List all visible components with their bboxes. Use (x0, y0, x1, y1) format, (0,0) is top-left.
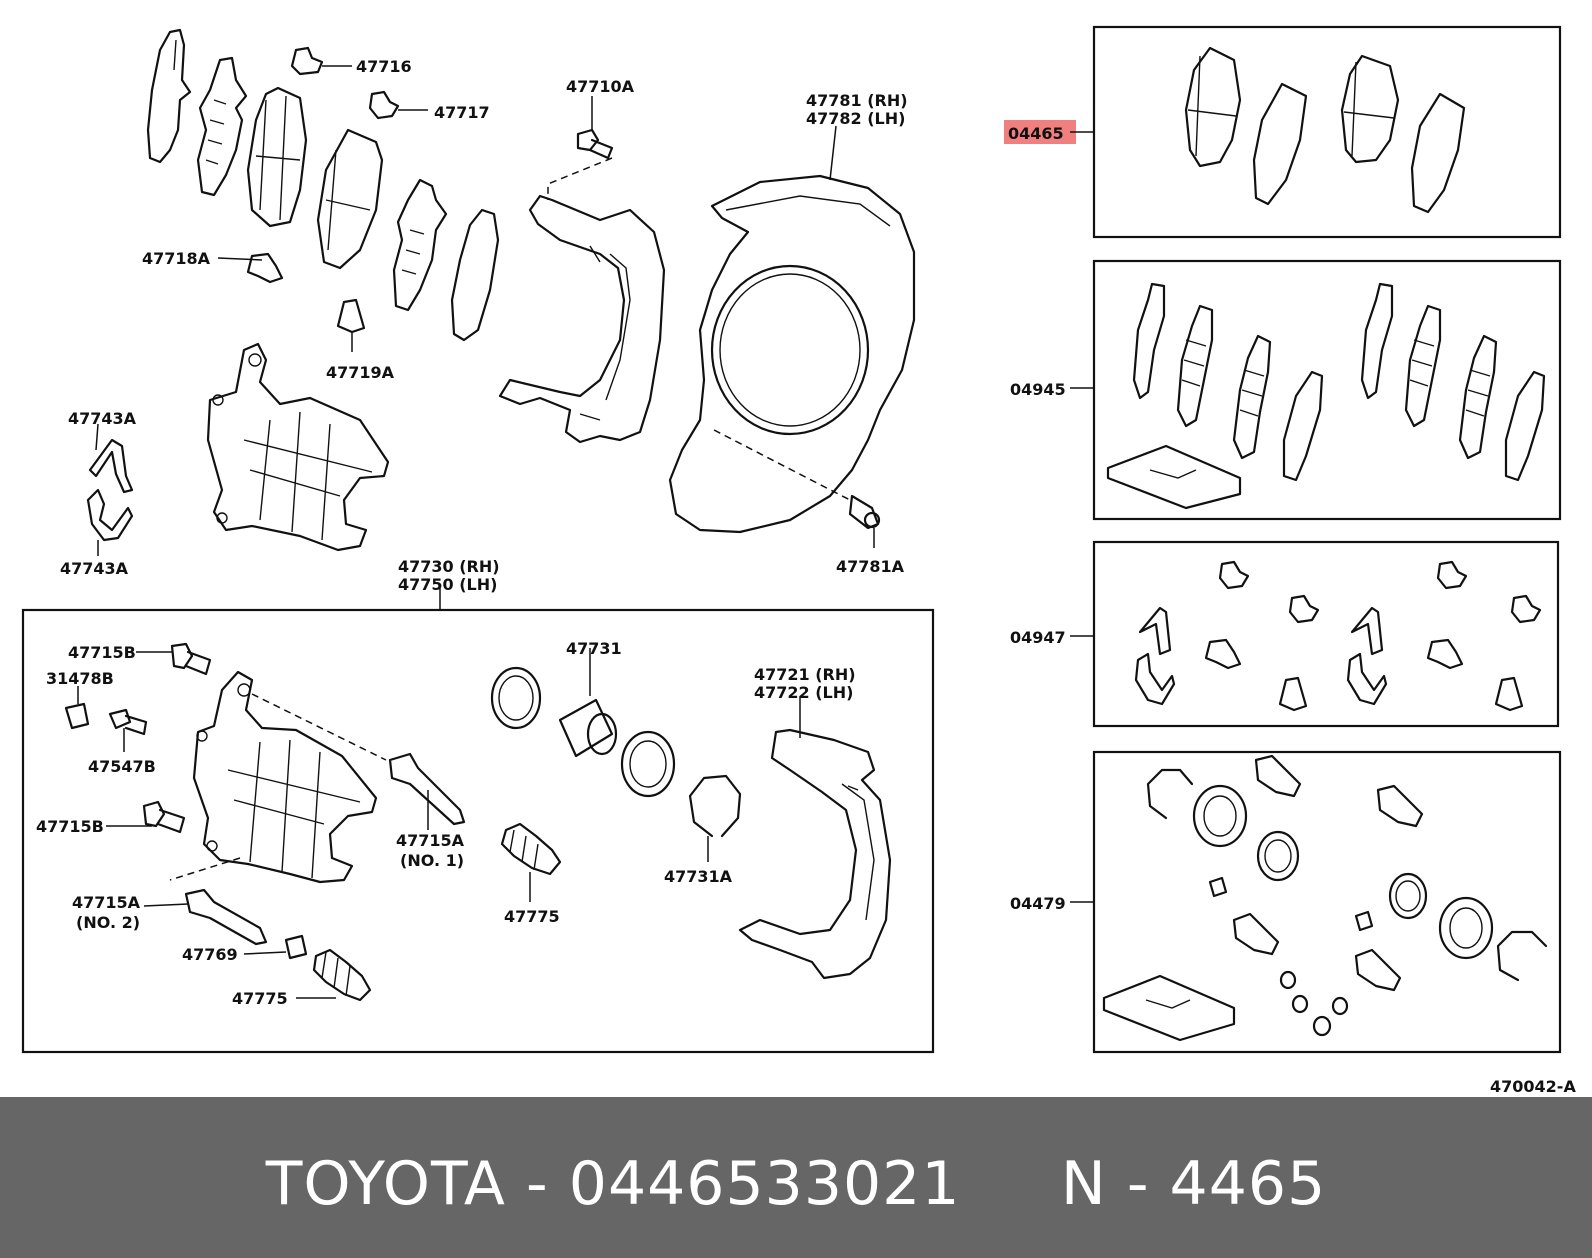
pad-kit-frame (1092, 25, 1562, 239)
piston-47731-drawing (558, 648, 618, 758)
label-31478B: 31478B (46, 669, 114, 688)
seal-kit-drawing (1102, 754, 1548, 1042)
bolt-47715B-top-drawing (136, 642, 212, 676)
label-47781: 47781 (RH) (806, 91, 908, 110)
bolt-47710A-drawing (547, 96, 614, 200)
label-47710A: 47710A (566, 77, 635, 96)
label-47782: 47782 (LH) (806, 109, 905, 128)
torque-plate-drawing (738, 696, 892, 980)
label-47717: 47717 (434, 103, 490, 122)
clip-kit-frame (1092, 540, 1560, 728)
brake-pad-left-drawing (246, 86, 308, 228)
label-47743A-top: 47743A (68, 409, 137, 428)
label-47715B-bottom: 47715B (36, 817, 104, 836)
label-04465: 04465 (1008, 124, 1064, 143)
part-number-caption: TOYOTA - 0446533021 N - 4465 (265, 1149, 1327, 1219)
seal-kit-frame (1092, 750, 1562, 1054)
shim-outer-left-drawing (146, 28, 192, 164)
spring-47743A-drawing (86, 423, 134, 556)
caliper-mounting-drawing (498, 194, 666, 444)
caliper-assembly-frame (21, 608, 935, 1054)
label-04947: 04947 (1010, 628, 1066, 647)
shim-kit-drawing (1106, 282, 1546, 510)
bolt-47715B-bottom-drawing (106, 800, 186, 834)
diagram-code: 470042-A (1490, 1077, 1576, 1096)
label-47715B-top: 47715B (68, 643, 136, 662)
bushing-31478B-drawing (64, 686, 90, 730)
label-47775-mid: 47775 (504, 907, 560, 926)
dust-cover-drawing (668, 125, 916, 534)
label-47731: 47731 (566, 639, 622, 658)
label-47715A-no2-note: (NO. 2) (76, 913, 140, 932)
pin-47715A-no2-drawing (143, 888, 268, 946)
parts-diagram: 47716 47717 47710A 47781 (RH) 47782 (LH)… (21, 25, 1576, 1096)
label-47715A-no1-note: (NO. 1) (400, 851, 464, 870)
label-47722: 47722 (LH) (754, 683, 853, 702)
label-47721: 47721 (RH) (754, 665, 856, 684)
caliper-body-drawing (169, 670, 387, 884)
label-47730: 47730 (RH) (398, 557, 500, 576)
highlight-04465 (1004, 120, 1076, 144)
bushing-47769-drawing (243, 934, 308, 960)
shim-outer-right-drawing (450, 208, 500, 342)
clip-47718A-drawing (217, 252, 284, 284)
shim-inner-left-drawing (196, 56, 248, 197)
boot-47775-left-drawing (296, 948, 372, 1002)
dust-boot-ring-drawing (620, 730, 676, 798)
shim-inner-right-drawing (392, 178, 448, 312)
snap-ring-47731A-drawing (688, 774, 742, 862)
pin-47715A-no1-drawing (388, 752, 466, 830)
brake-pad-right-drawing (316, 128, 384, 270)
label-47775-left: 47775 (232, 989, 288, 1008)
label-04945: 04945 (1010, 380, 1066, 399)
label-47743A-bottom: 47743A (60, 559, 129, 578)
bleeder-47547B-drawing (108, 708, 148, 752)
boot-47775-mid-drawing (500, 822, 562, 902)
seal-ring-drawing (490, 666, 542, 730)
label-47750: 47750 (LH) (398, 575, 497, 594)
label-04479: 04479 (1010, 894, 1066, 913)
shim-kit-frame (1092, 259, 1562, 521)
footer-bar: TOYOTA - 0446533021 N - 4465 (0, 1097, 1592, 1258)
caliper-housing-drawing (206, 342, 390, 552)
clip-47716-drawing (290, 46, 352, 76)
label-47731A: 47731A (664, 867, 733, 886)
clip-kit-drawing (1134, 560, 1542, 712)
clip-47719A-drawing (336, 298, 366, 352)
label-47715A-no1: 47715A (396, 831, 465, 850)
label-47716: 47716 (356, 57, 412, 76)
label-47769: 47769 (182, 945, 238, 964)
label-47781A: 47781A (836, 557, 905, 576)
label-47547B: 47547B (88, 757, 156, 776)
bolt-47781A-drawing (848, 494, 881, 548)
label-47719A: 47719A (326, 363, 395, 382)
label-47715A-no2: 47715A (72, 893, 141, 912)
pad-kit-pads-drawing (1184, 46, 1466, 214)
clip-47717-drawing (368, 90, 428, 120)
label-47718A: 47718A (142, 249, 211, 268)
